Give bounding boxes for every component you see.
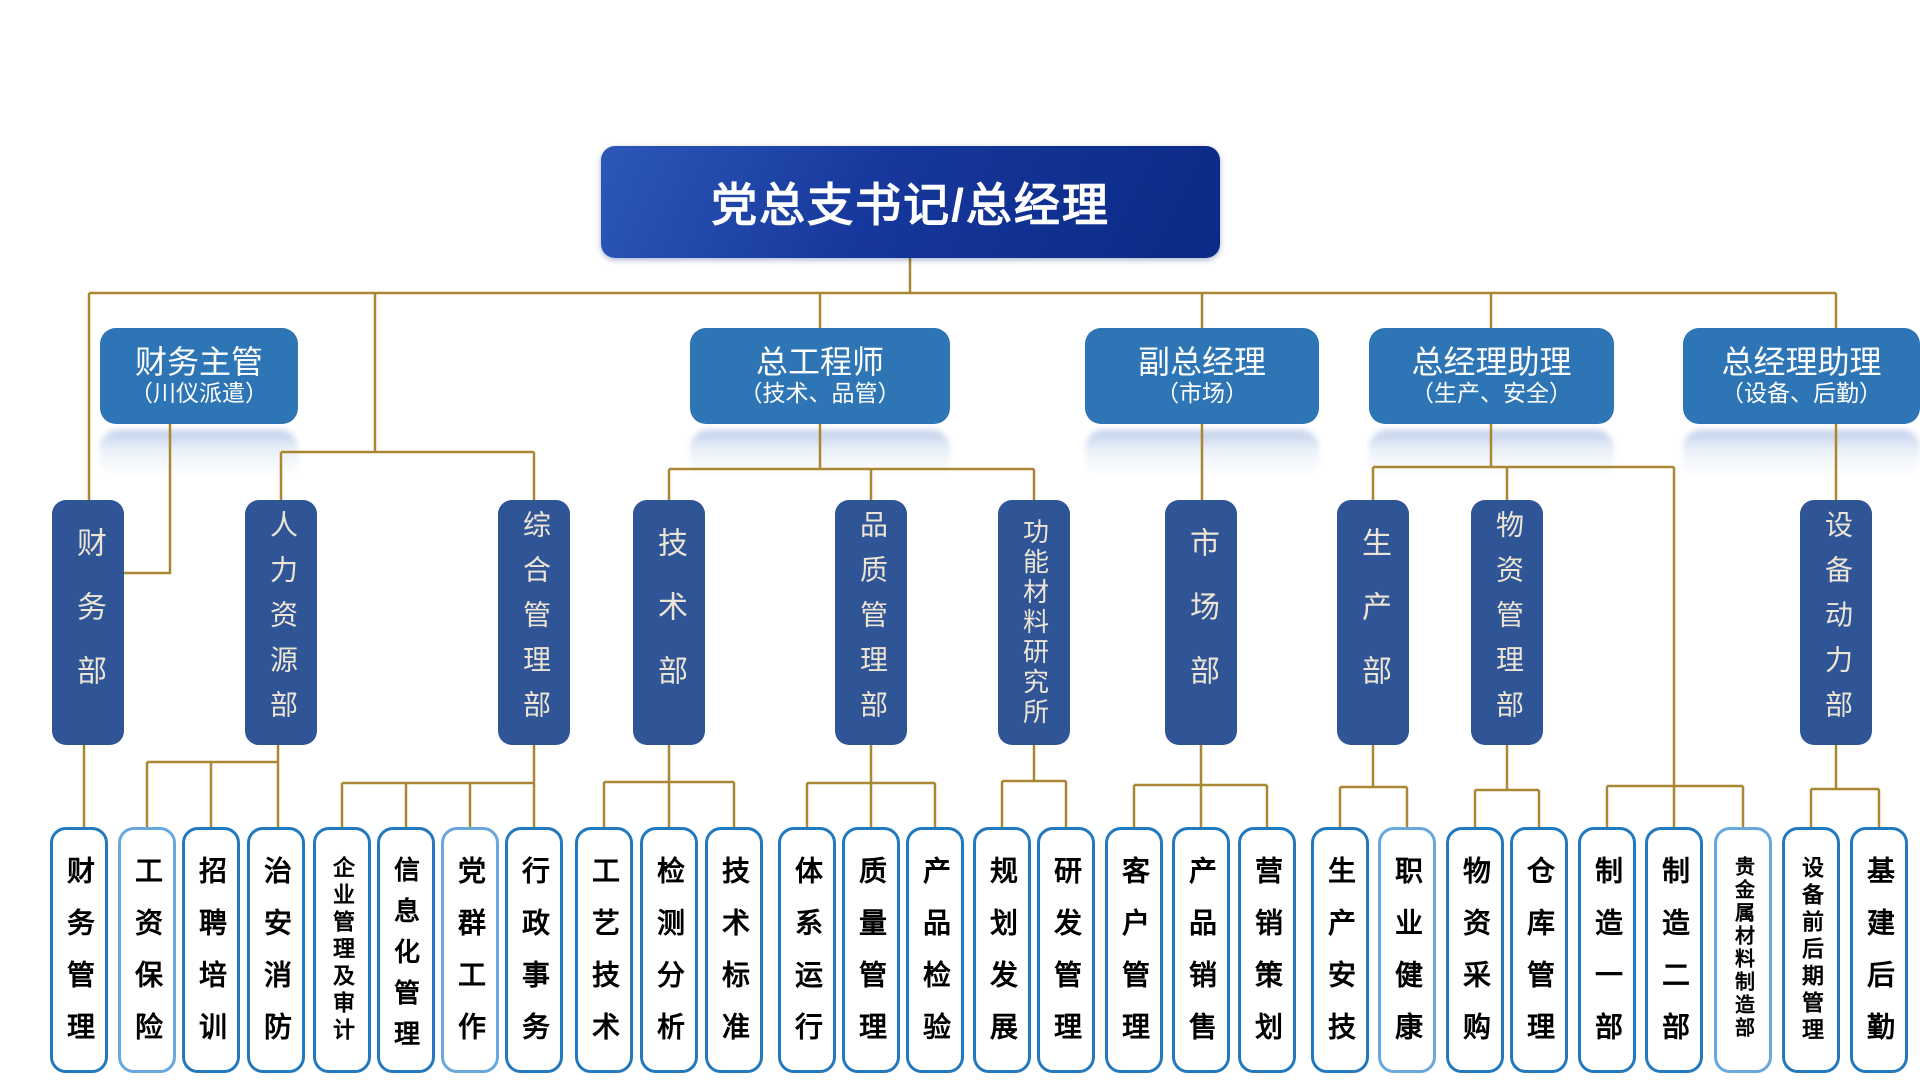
gm-assistant-production-safety-subtitle: （生产、安全） bbox=[1411, 381, 1572, 407]
quality-mgmt-box: 质量管理 bbox=[842, 827, 900, 1073]
testing-analysis-box: 检测分析 bbox=[640, 827, 698, 1073]
system-operation-label: 体系运行 bbox=[792, 856, 823, 1064]
gm-assistant-production-safety-title: 总经理助理 bbox=[1411, 344, 1572, 381]
gm-assistant-equipment-logistics-subtitle: （设备、后勤） bbox=[1721, 381, 1882, 407]
chief-engineer-title: 总工程师 bbox=[755, 344, 884, 381]
finance-dept-label: 财务部 bbox=[72, 526, 105, 719]
materials-mgmt-dept-label: 物资管理部 bbox=[1492, 510, 1523, 735]
product-inspection-label: 产品检验 bbox=[920, 856, 951, 1064]
chief-engineer-box: 总工程师（技术、品管） bbox=[690, 328, 950, 424]
finance-mgmt-label: 财务管理 bbox=[64, 856, 95, 1064]
recruitment-training-label: 招聘培训 bbox=[196, 856, 227, 1064]
production-dept-label: 生产部 bbox=[1357, 526, 1390, 719]
market-dept-label: 市场部 bbox=[1185, 526, 1218, 719]
manufacturing-dept-1-box: 制造一部 bbox=[1578, 827, 1636, 1073]
process-technology-label: 工艺技术 bbox=[589, 856, 620, 1064]
equipment-lifecycle-mgmt-label: 设备前后期管理 bbox=[1799, 856, 1824, 1045]
equipment-power-dept-label: 设备动力部 bbox=[1821, 510, 1852, 735]
information-mgmt-box: 信息化管理 bbox=[377, 827, 435, 1073]
quality-mgmt-dept-box: 品质管理部 bbox=[835, 500, 907, 745]
manufacturing-dept-2-box: 制造二部 bbox=[1645, 827, 1703, 1073]
occupational-health-label: 职业健康 bbox=[1392, 856, 1423, 1064]
finance-supervisor-box: 财务主管（川仪派遣） bbox=[100, 328, 298, 424]
finance-dept-box: 财务部 bbox=[52, 500, 124, 745]
equipment-power-dept-box: 设备动力部 bbox=[1800, 500, 1872, 745]
warehouse-mgmt-box: 仓库管理 bbox=[1510, 827, 1568, 1073]
deputy-gm-market-box: 副总经理（市场） bbox=[1085, 328, 1319, 424]
manufacturing-dept-2-label: 制造二部 bbox=[1659, 856, 1690, 1064]
manufacturing-dept-1-label: 制造一部 bbox=[1592, 856, 1623, 1064]
rd-mgmt-label: 研发管理 bbox=[1051, 856, 1082, 1064]
party-mass-work-label: 党群工作 bbox=[455, 856, 486, 1064]
hr-dept-box: 人力资源部 bbox=[245, 500, 317, 745]
occupational-health-box: 职业健康 bbox=[1378, 827, 1436, 1073]
chief-engineer-subtitle: （技术、品管） bbox=[739, 381, 901, 407]
gm-assistant-equipment-logistics-title: 总经理助理 bbox=[1721, 344, 1882, 381]
product-sales-label: 产品销售 bbox=[1186, 856, 1217, 1064]
warehouse-mgmt-label: 仓库管理 bbox=[1524, 856, 1555, 1064]
material-procurement-label: 物资采购 bbox=[1460, 856, 1491, 1064]
testing-analysis-label: 检测分析 bbox=[654, 856, 685, 1064]
precious-metal-manufacturing-box: 贵金属材料制造部 bbox=[1714, 827, 1772, 1073]
information-mgmt-label: 信息化管理 bbox=[390, 856, 421, 1061]
technology-dept-box: 技术部 bbox=[633, 500, 705, 745]
planning-development-box: 规划发展 bbox=[973, 827, 1031, 1073]
salary-insurance-label: 工资保险 bbox=[132, 856, 163, 1064]
process-technology-box: 工艺技术 bbox=[575, 827, 633, 1073]
market-dept-box: 市场部 bbox=[1165, 500, 1237, 745]
rd-mgmt-box: 研发管理 bbox=[1037, 827, 1095, 1073]
finance-supervisor-title: 财务主管 bbox=[134, 344, 263, 381]
material-procurement-box: 物资采购 bbox=[1446, 827, 1504, 1073]
finance-mgmt-box: 财务管理 bbox=[50, 827, 108, 1073]
materials-mgmt-dept-box: 物资管理部 bbox=[1471, 500, 1543, 745]
functional-materials-institute-box: 功能材料研究所 bbox=[998, 500, 1070, 745]
planning-development-label: 规划发展 bbox=[987, 856, 1018, 1064]
deputy-gm-market-title: 副总经理 bbox=[1137, 344, 1266, 381]
marketing-planning-box: 营销策划 bbox=[1238, 827, 1296, 1073]
deputy-gm-market-subtitle: （市场） bbox=[1156, 381, 1248, 407]
product-sales-box: 产品销售 bbox=[1172, 827, 1230, 1073]
enterprise-mgmt-audit-box: 企业管理及审计 bbox=[313, 827, 371, 1073]
production-dept-box: 生产部 bbox=[1337, 500, 1409, 745]
product-inspection-box: 产品检验 bbox=[906, 827, 964, 1073]
system-operation-box: 体系运行 bbox=[778, 827, 836, 1073]
production-safety-tech-label: 生产安技 bbox=[1325, 856, 1356, 1064]
general-admin-dept-label: 综合管理部 bbox=[519, 510, 550, 735]
customer-mgmt-label: 客户管理 bbox=[1119, 856, 1150, 1064]
root-box-label: 党总支书记/总经理 bbox=[711, 179, 1110, 231]
security-fire-box: 治安消防 bbox=[247, 827, 305, 1073]
technical-standards-box: 技术标准 bbox=[705, 827, 763, 1073]
admin-affairs-label: 行政事务 bbox=[519, 856, 550, 1064]
functional-materials-institute-label: 功能材料研究所 bbox=[1019, 517, 1049, 728]
marketing-planning-label: 营销策划 bbox=[1252, 856, 1283, 1064]
finance-supervisor-subtitle: （川仪派遣） bbox=[130, 381, 268, 407]
infrastructure-logistics-box: 基建后勤 bbox=[1850, 827, 1908, 1073]
equipment-lifecycle-mgmt-box: 设备前后期管理 bbox=[1782, 827, 1840, 1073]
production-safety-tech-box: 生产安技 bbox=[1311, 827, 1369, 1073]
enterprise-mgmt-audit-label: 企业管理及审计 bbox=[330, 856, 355, 1045]
recruitment-training-box: 招聘培训 bbox=[182, 827, 240, 1073]
technology-dept-label: 技术部 bbox=[653, 526, 686, 719]
quality-mgmt-dept-label: 品质管理部 bbox=[856, 510, 887, 735]
admin-affairs-box: 行政事务 bbox=[505, 827, 563, 1073]
root-box-party-secretary-general-manager: 党总支书记/总经理 bbox=[601, 146, 1220, 258]
salary-insurance-box: 工资保险 bbox=[118, 827, 176, 1073]
gm-assistant-equipment-logistics-reflection bbox=[1683, 430, 1920, 478]
hr-dept-label: 人力资源部 bbox=[266, 510, 297, 735]
gm-assistant-equipment-logistics-box: 总经理助理（设备、后勤） bbox=[1683, 328, 1920, 424]
party-mass-work-box: 党群工作 bbox=[441, 827, 499, 1073]
security-fire-label: 治安消防 bbox=[261, 856, 292, 1064]
gm-assistant-production-safety-box: 总经理助理（生产、安全） bbox=[1369, 328, 1614, 424]
customer-mgmt-box: 客户管理 bbox=[1105, 827, 1163, 1073]
infrastructure-logistics-label: 基建后勤 bbox=[1864, 856, 1895, 1064]
general-admin-dept-box: 综合管理部 bbox=[498, 500, 570, 745]
technical-standards-label: 技术标准 bbox=[719, 856, 750, 1064]
finance-supervisor-reflection bbox=[100, 430, 298, 478]
quality-mgmt-label: 质量管理 bbox=[856, 856, 887, 1064]
precious-metal-manufacturing-label: 贵金属材料制造部 bbox=[1731, 856, 1754, 1040]
